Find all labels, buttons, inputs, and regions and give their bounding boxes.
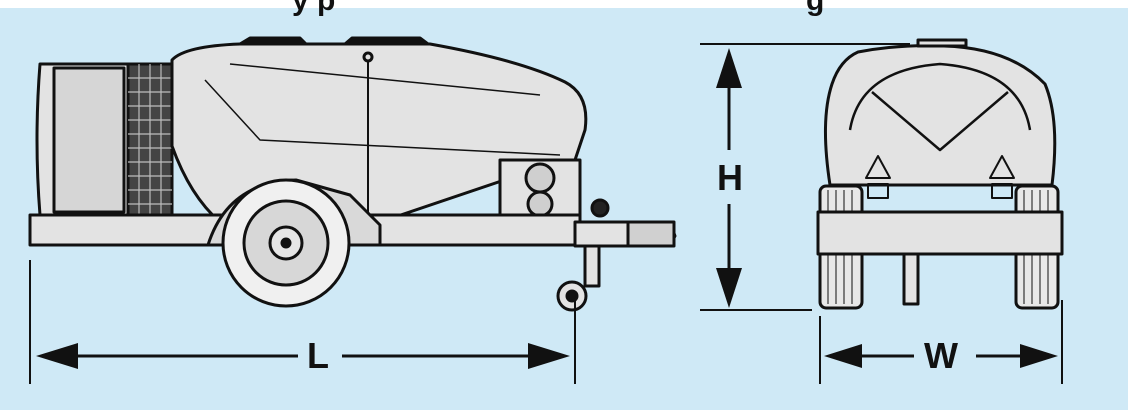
front-tank-arch [848,62,1032,131]
front-tank [823,44,1057,187]
side-view [28,36,677,384]
width-dimension [824,344,1058,368]
height-dimension [716,48,742,308]
pump-upper [524,162,556,194]
front-view [700,38,1064,384]
length-dimension [36,343,570,369]
level-gauge-top [362,51,374,63]
hitch [626,220,676,248]
hitch-pin [590,198,610,218]
reflector-right [991,183,1013,199]
reflector-left [867,183,889,199]
heading-fragment-left: y p [292,0,336,17]
front-axle-beam [816,210,1064,256]
grille-mesh [128,64,172,215]
front-drawbar [902,252,920,306]
height-label: H [717,157,743,198]
width-label: W [924,335,958,376]
heading-fragment-right: g [806,0,825,17]
tank-ridge [204,79,561,156]
warning-triangle-right [989,155,1015,179]
front-tank-lid [916,38,968,48]
tank-ridge-upper [229,63,541,96]
length-label: L [307,335,329,376]
front-tank-v [871,91,1009,152]
pump-lower [526,190,554,218]
fan-housing-ring [52,66,126,214]
tank-lid-left [238,36,308,46]
tank-lid-right [343,36,430,46]
jack-stand [583,244,601,288]
warning-triangle-left [865,155,891,179]
